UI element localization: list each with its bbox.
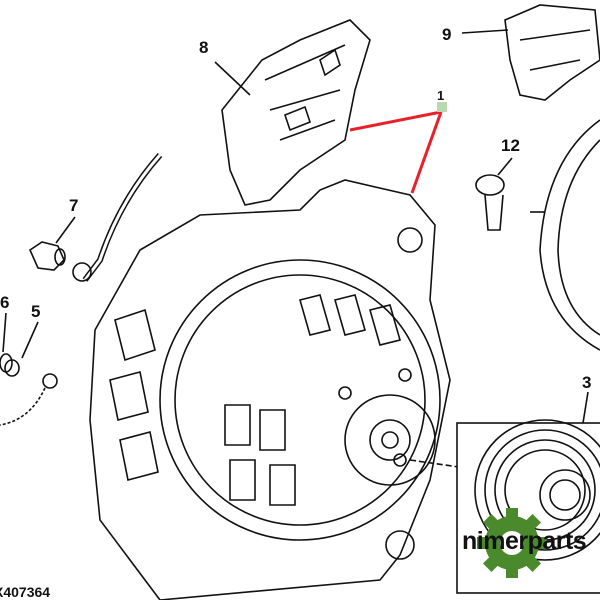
callout-12: 12 — [501, 136, 520, 155]
watermark-text: nimerparts — [462, 527, 587, 555]
callout-1-leaders — [349, 110, 443, 194]
brush-holder-part-9 — [461, 4, 600, 101]
callout-5: 5 — [31, 302, 41, 321]
callout-8: 8 — [199, 38, 209, 57]
figure-id: X407364 — [0, 584, 51, 600]
callout-1: 1 — [437, 88, 445, 103]
callout-7: 7 — [69, 196, 79, 215]
nimerparts-logo-gear-icon — [477, 508, 547, 578]
callout-1-marker — [437, 102, 447, 112]
callout-9: 9 — [442, 25, 452, 44]
callout-6: 6 — [0, 293, 10, 312]
callout-3: 3 — [582, 373, 592, 392]
regulator-part-8 — [214, 19, 371, 206]
nut-part-5 — [0, 321, 58, 426]
nut-part-7 — [28, 216, 76, 271]
alternator-body — [89, 179, 481, 600]
cable-part — [72, 153, 163, 282]
boot-part-12 — [475, 157, 513, 231]
stator-partial — [530, 119, 600, 351]
